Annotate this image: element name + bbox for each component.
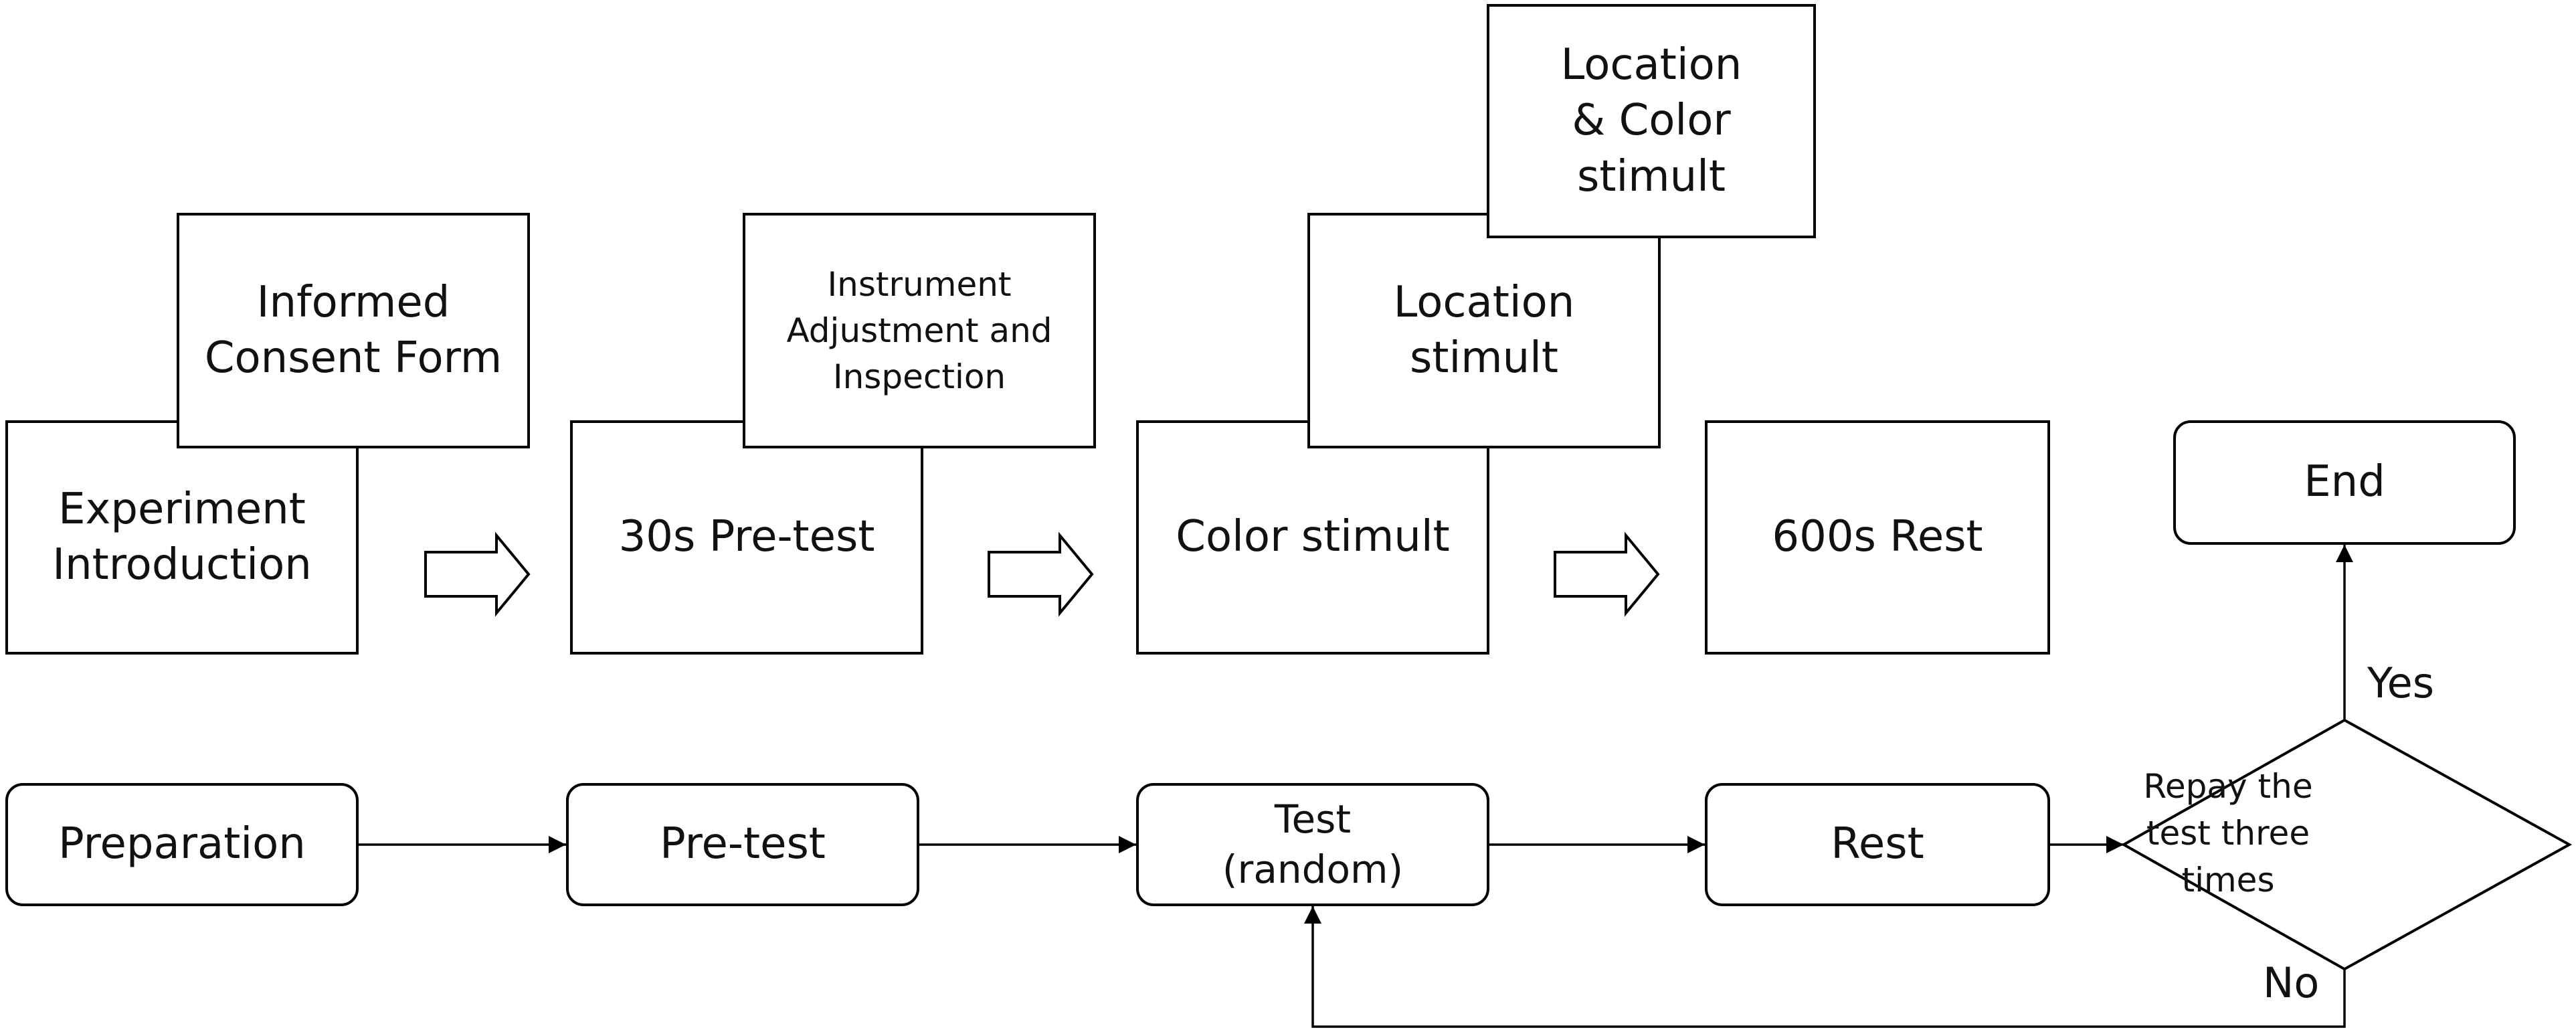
pretest-step-text: Pre-test [660,819,826,869]
color-stimulus-text: Color stimult [1176,512,1450,562]
rest-600s-text: 600s Rest [1772,512,1983,562]
preparation-step-text: Preparation [58,819,306,869]
block-arrow-2 [988,531,1094,617]
experiment-introduction-box: Experiment Introduction [5,420,359,655]
yes-label: Yes [2367,659,2435,707]
experiment-introduction-text: Experiment Introduction [52,484,312,590]
block-arrow-1 [424,531,531,617]
informed-consent-text: Informed Consent Form [204,277,502,383]
no-label: No [2263,958,2320,1007]
pretest-30s-box: 30s Pre-test [570,420,923,655]
location-color-stimulus-text: Location & Color stimult [1560,40,1742,201]
location-color-stimulus-box: Location & Color stimult [1487,4,1816,238]
pretest-step: Pre-test [566,783,919,906]
test-step: Test (random) [1136,783,1489,906]
end-box: End [2173,420,2516,545]
location-stimulus-text: Location stimult [1393,277,1575,383]
arrow-no-loop [1304,906,2346,1028]
rest-step-text: Rest [1831,819,1924,869]
pretest-30s-text: 30s Pre-test [618,512,875,562]
decision-text: Repay the test three times [2143,767,2313,899]
color-stimulus-box: Color stimult [1136,420,1489,655]
rest-600s-box: 600s Rest [1705,420,2050,655]
rest-step: Rest [1705,783,2050,906]
instrument-adjustment-box: Instrument Adjustment and Inspection [743,213,1096,448]
test-step-text: Test (random) [1222,796,1404,892]
preparation-step: Preparation [5,783,359,906]
location-stimulus-box: Location stimult [1307,213,1661,448]
instrument-adjustment-text: Instrument Adjustment and Inspection [786,264,1052,396]
informed-consent-box: Informed Consent Form [177,213,530,448]
end-text: End [2304,457,2385,507]
block-arrow-3 [1554,531,1660,617]
